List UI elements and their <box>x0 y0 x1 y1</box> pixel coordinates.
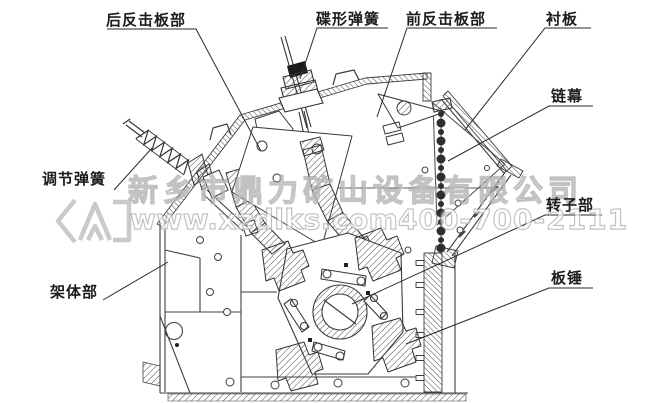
label-front-impact-plate: 前反击板部 <box>406 12 487 28</box>
company-logo-watermark <box>55 198 132 244</box>
watermark-phone: 400-700-2111 <box>397 202 629 236</box>
front-impact-plate-assembly <box>231 93 446 262</box>
label-frame: 架体部 <box>50 285 99 301</box>
label-plate-hammer: 板锤 <box>551 271 584 287</box>
adjusting-spring <box>122 118 229 199</box>
label-chain-curtain: 链幕 <box>551 89 584 105</box>
chain-curtain <box>431 97 453 253</box>
label-rear-impact-plate: 后反击板部 <box>106 13 187 29</box>
watermark-website: www.xzdlks.com <box>129 202 399 236</box>
disc-spring-assembly <box>278 35 324 169</box>
label-rotor: 转子部 <box>546 198 595 214</box>
label-liner-plate: 衬板 <box>546 12 579 28</box>
watermark-company-name: 新乡市鼎力矿山设备有限公司 <box>127 173 583 209</box>
label-adjusting-spring: 调节弹簧 <box>42 172 107 188</box>
label-disc-spring: 碟形弹簧 <box>316 12 381 28</box>
leader-lines <box>102 27 602 345</box>
plate-hammers <box>261 227 422 392</box>
panel-bolts <box>196 165 490 390</box>
